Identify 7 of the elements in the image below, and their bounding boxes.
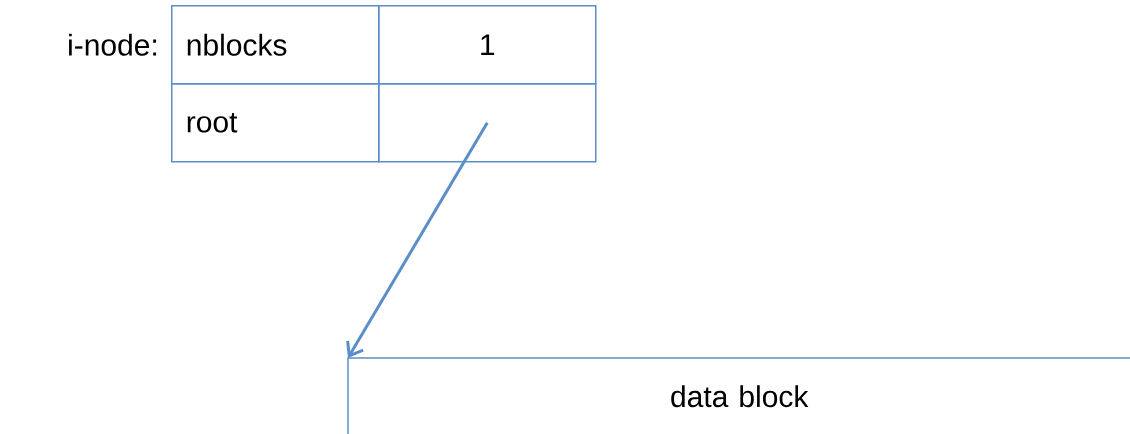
table-cell: nblocks bbox=[171, 5, 380, 85]
table-cell: root bbox=[171, 83, 380, 163]
caption-label: i-node: bbox=[69, 33, 157, 56]
table-cell bbox=[378, 83, 597, 163]
arrow bbox=[346, 122, 489, 358]
table-cell: 1 bbox=[378, 5, 597, 85]
data-block: data block bbox=[347, 357, 1130, 434]
